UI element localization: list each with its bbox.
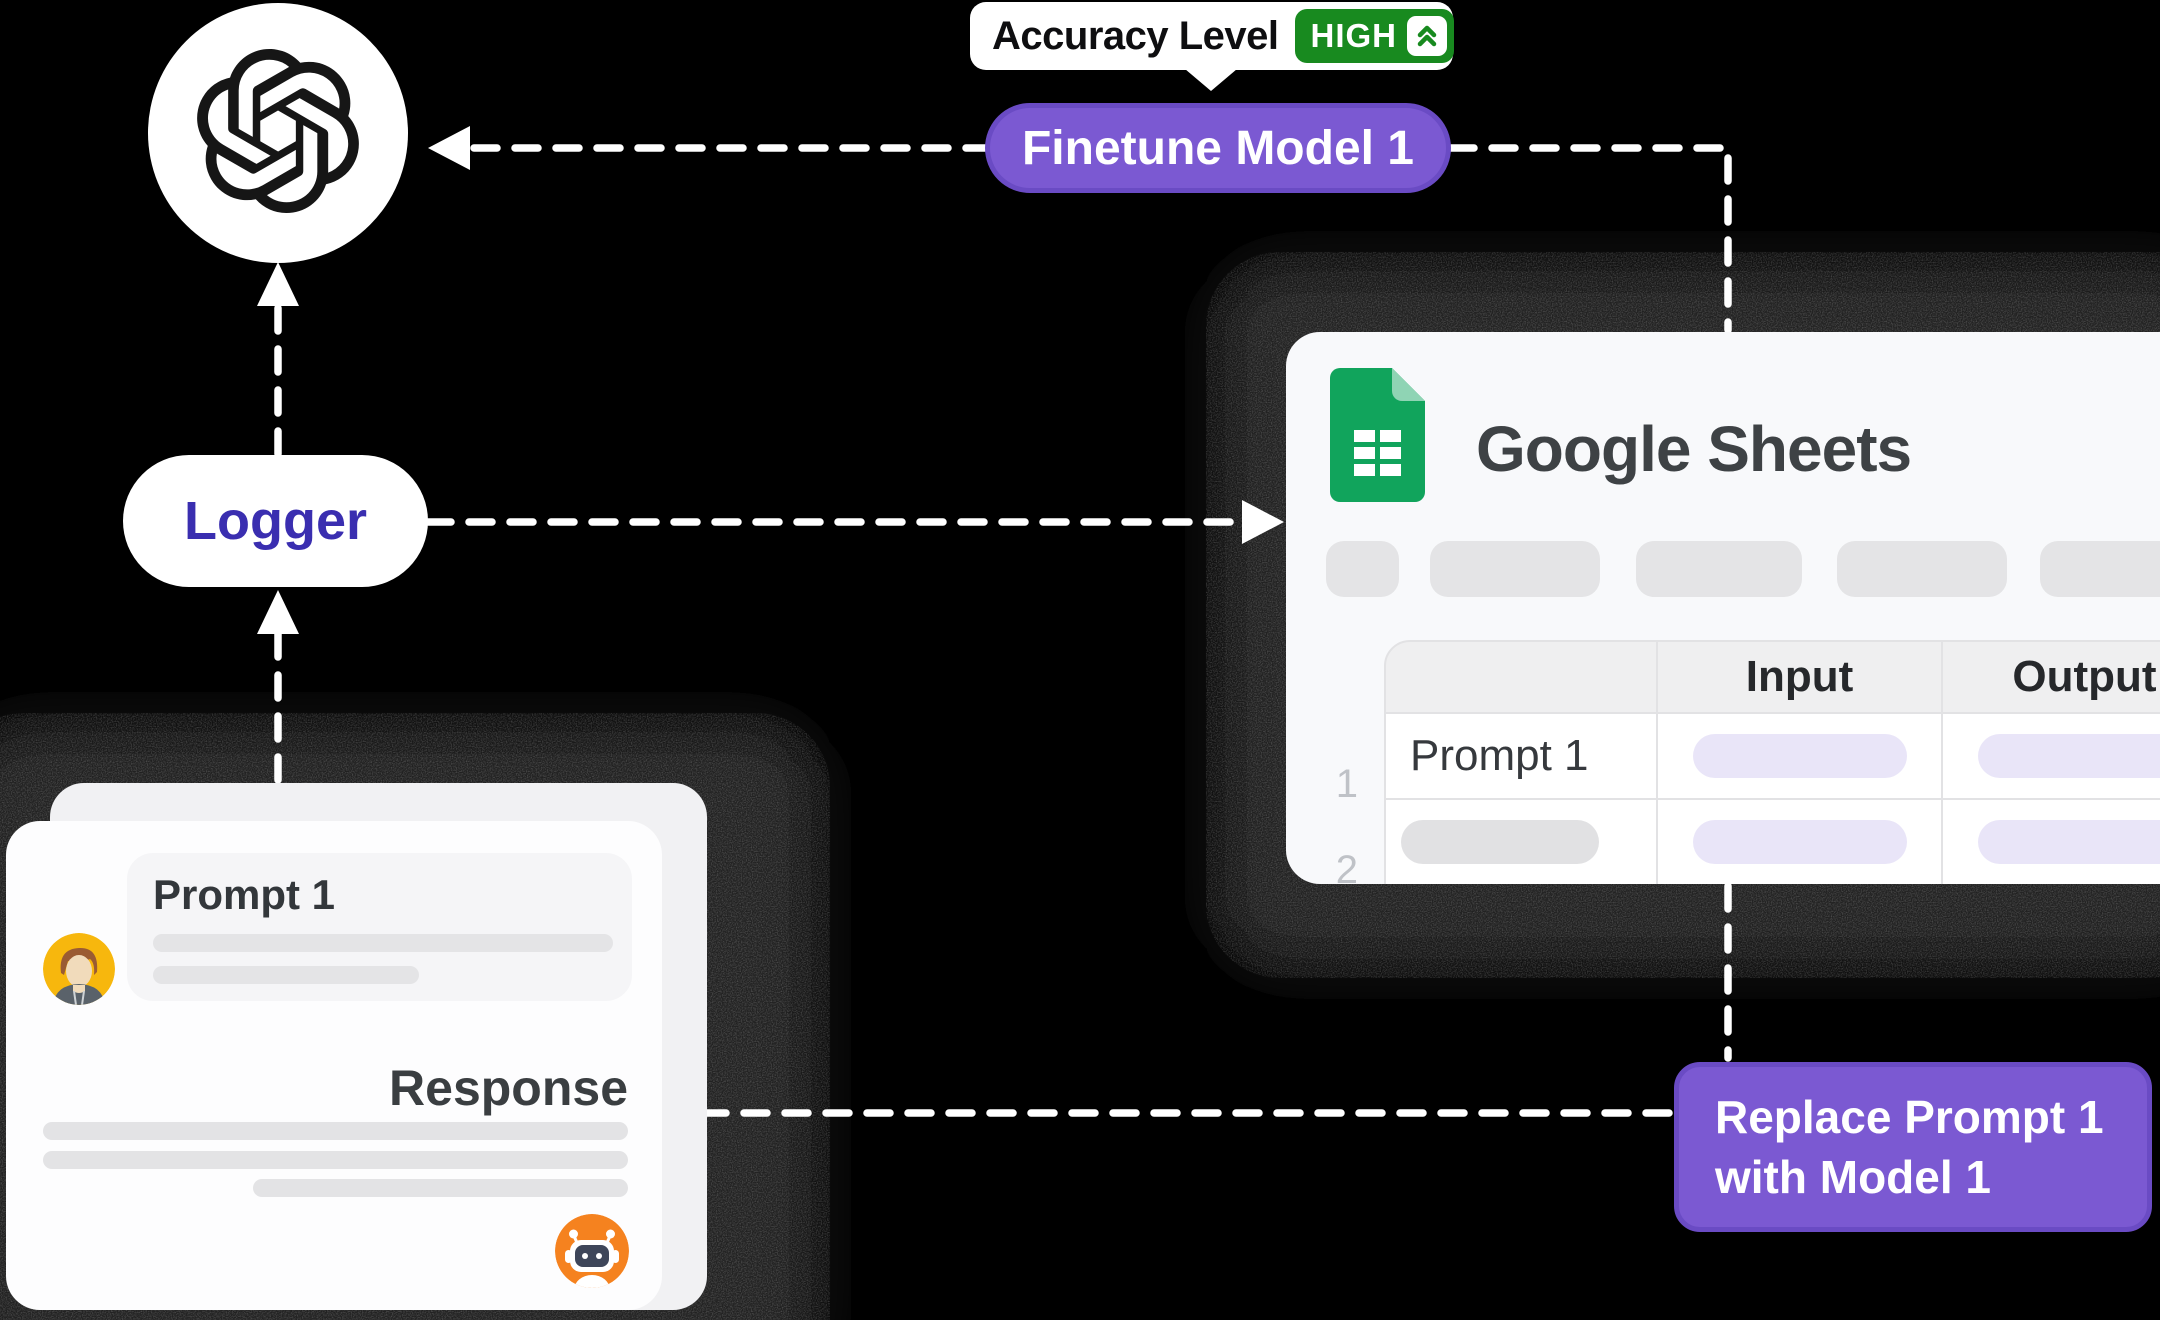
arrowhead-up-icon [257,262,299,306]
openai-node [148,3,408,263]
text-placeholder [253,1179,628,1197]
replace-prompt-button[interactable]: Replace Prompt 1 with Model 1 [1674,1062,2152,1232]
chat-response-title: Response [389,1060,628,1116]
accuracy-label: Accuracy Level [992,13,1279,58]
sheets-header-output: Output [1943,640,2160,714]
prompt-bubble: Prompt 1 [127,853,632,1001]
sheets-toolbar-pill [1430,541,1600,597]
logger-button[interactable]: Logger [123,455,428,587]
google-sheets-icon [1330,368,1425,507]
sheets-row-2[interactable] [1384,800,2160,884]
arrowhead-left-icon [428,126,470,170]
chat-card: Prompt 1 Response [6,821,662,1310]
chat-prompt-title: Prompt 1 [153,871,336,918]
sheets-toolbar-pill [1636,541,1802,597]
high-badge-label: HIGH [1310,17,1398,54]
google-sheets-card: Google Sheets 1 2 Input Output Prompt 1 [1286,332,2160,884]
accuracy-high-badge[interactable]: HIGH [1294,9,1455,63]
sheets-toolbar-pill [1837,541,2007,597]
user-avatar-icon [43,933,115,1005]
tooltip-pointer [1185,69,1237,91]
input-placeholder [1692,820,1907,864]
sheets-table: Input Output Prompt 1 [1384,640,2160,884]
sheet-cell-prompt: Prompt 1 [1410,731,1589,780]
finetune-model-button[interactable]: Finetune Model 1 [985,103,1451,193]
sheets-header-row: Input Output [1384,640,2160,714]
text-placeholder [153,966,419,984]
double-chevron-up-icon [1407,16,1448,56]
arrowhead-right-icon [1242,500,1284,544]
text-placeholder [153,934,613,952]
sheet-row-number: 1 [1335,762,1358,806]
finetune-model-label: Finetune Model 1 [1021,121,1414,175]
replace-line-1: Replace Prompt 1 [1715,1091,2104,1143]
logger-label: Logger [184,491,367,551]
sheets-card-title: Google Sheets [1476,413,1912,485]
openai-logo-icon [196,48,360,218]
sheets-header-input: Input [1658,640,1943,714]
wire-finetune-to-sheets [1447,144,1732,334]
accuracy-tooltip: Accuracy Level HIGH [970,2,1455,70]
output-placeholder [1977,734,2160,778]
sheets-toolbar-pill [1326,541,1399,597]
robot-avatar-icon [555,1214,629,1288]
arrowhead-up-icon [257,590,299,634]
sheets-toolbar-pill [2040,541,2160,597]
cell-placeholder [1401,820,1599,864]
output-placeholder [1977,820,2160,864]
sheet-row-number: 2 [1335,848,1358,884]
input-placeholder [1692,734,1907,778]
text-placeholder [43,1122,628,1140]
replace-line-2: with Model 1 [1715,1151,1991,1203]
sheets-row-1[interactable]: Prompt 1 [1384,714,2160,800]
sheets-header-blank [1384,640,1658,714]
text-placeholder [43,1151,628,1169]
